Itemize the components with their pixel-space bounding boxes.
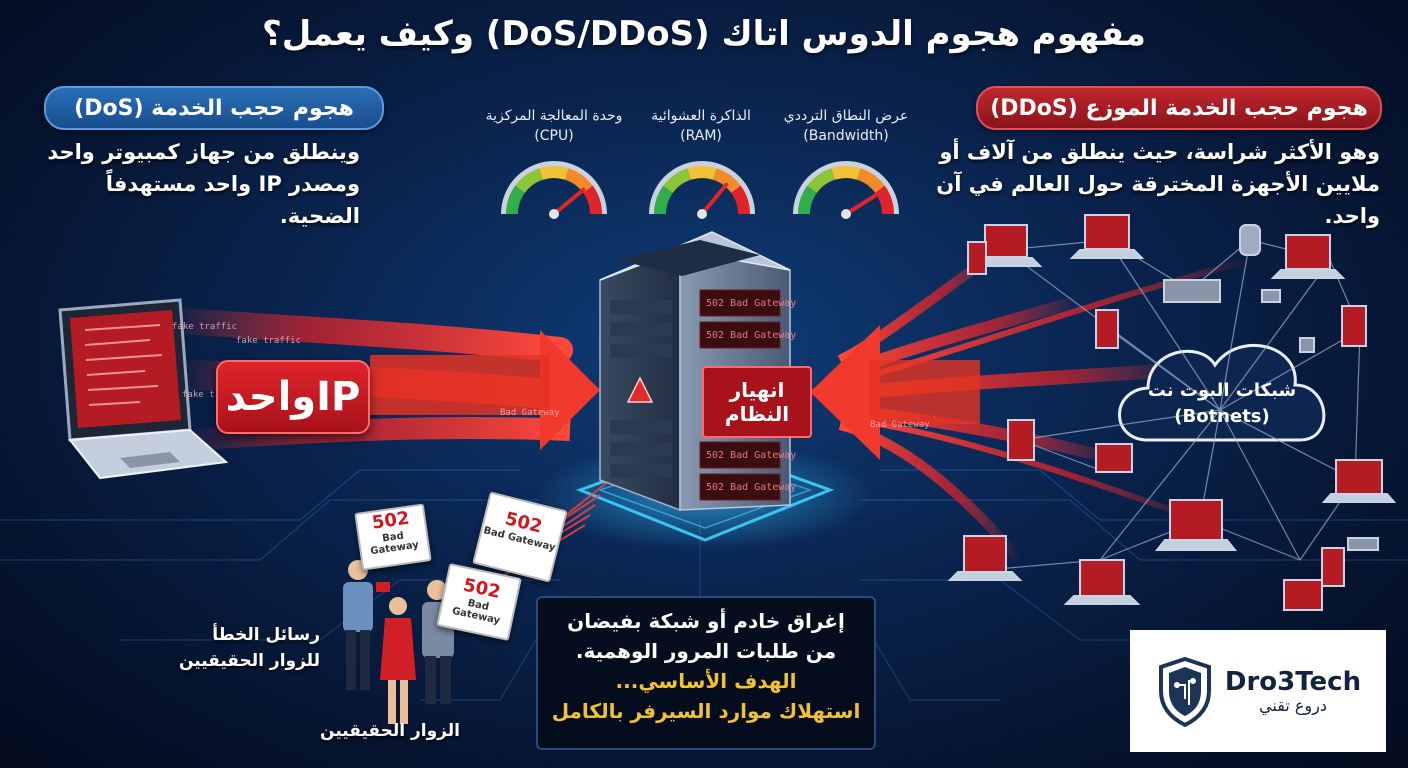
ddos-description-line: وهو الأكثر شراسة، حيث ينطلق من آلاف أو [939, 140, 1380, 164]
gauge-label-cpu: وحدة المعالجة المركزية (CPU) [484, 106, 624, 146]
gauge-hub [697, 209, 707, 219]
gauge-needle [844, 191, 881, 216]
ddos-attack-arrows [810, 245, 1251, 564]
gauge-segment [807, 168, 836, 194]
shield-icon [1158, 656, 1211, 727]
error-messages-line: رسائل الخطأ [212, 625, 320, 645]
dos-description-line: وينطلق من جهاز كمبيوتر واحد [47, 140, 360, 164]
crash-label-line: النظام [724, 402, 790, 426]
botnet-label-line: شبكات البوت نت [1147, 380, 1297, 401]
botnet-links [984, 239, 1361, 571]
gauge-needle [700, 182, 729, 216]
gauge-dial [501, 161, 607, 219]
brand-logo-box: Dro3Tech دروع تقني [1130, 630, 1386, 752]
botnet-label-line: (Botnets) [1174, 406, 1270, 427]
dos-description: وينطلق من جهاز كمبيوتر واحد ومصدر IP واح… [20, 136, 360, 232]
gauge-segment [712, 168, 741, 194]
brand-subtitle: دروع تقني [1259, 695, 1327, 715]
gauge-segment [582, 185, 602, 215]
error-messages-label: رسائل الخطأ للزوار الحقيقيين [150, 622, 320, 674]
gauge-rim [649, 161, 755, 215]
gauge-segment [564, 168, 593, 194]
ddos-description: وهو الأكثر شراسة، حيث ينطلق من آلاف أو م… [930, 136, 1380, 232]
brand-name: Dro3Tech [1224, 666, 1362, 697]
single-ip-badge: IPواحد [216, 360, 370, 434]
gauge-segment [663, 168, 692, 194]
real-visitors-label: الزوار الحقيقيين [320, 721, 460, 741]
dos-description-line: ومصدر IP واحد مستهدفاً الضحية. [105, 172, 360, 228]
page-title: مفهوم هجوم الدوس اتاك (DoS/DDoS) وكيف يع… [262, 14, 1146, 54]
goal-line: الهدف الأساسي... [615, 669, 797, 693]
gauge-label-line: (RAM) [680, 128, 722, 144]
server-tower [599, 231, 791, 512]
gauge-segment [798, 185, 818, 215]
stream-text: Bad Gateway [500, 408, 560, 418]
dos-heading-pill: هجوم حجب الخدمة (DoS) [44, 86, 384, 130]
gauge-label-bandwidth: عرض النطاق الترددي (Bandwidth) [776, 106, 916, 146]
server-screen-text: 502 Bad Gateway [706, 298, 797, 309]
gauge-rim [501, 161, 607, 215]
gauge-label-line: الذاكرة العشوائية [651, 108, 751, 124]
gauge-segment [856, 168, 885, 194]
warning-icon [626, 376, 654, 403]
stream-text: Bad Gateway [870, 420, 930, 430]
crash-label-line: انهيار [729, 378, 785, 402]
gauge-hub [549, 209, 559, 219]
ddos-arrow-head [810, 325, 880, 460]
gauge-segment [506, 185, 526, 215]
ddos-heading-pill: هجوم حجب الخدمة الموزع (DDoS) [976, 86, 1382, 130]
stream-text: fake traffic [182, 390, 248, 400]
gauge-needle [552, 187, 586, 216]
gauge-label-line: وحدة المعالجة المركزية [485, 108, 623, 124]
gauge-segment [730, 185, 750, 215]
stream-text: fake traffic [172, 322, 238, 332]
dos-arrow-head [540, 330, 600, 450]
error-card: 502 Bad Gateway [354, 503, 432, 571]
gauge-hub [841, 209, 851, 219]
gauge-segment [515, 168, 544, 194]
gauge-label-line: (Bandwidth) [803, 128, 889, 144]
system-crash-label: انهيار النظام [702, 366, 812, 438]
goal-line: استهلاك موارد السيرفر بالكامل [551, 699, 861, 723]
gauge-segment [539, 166, 569, 180]
gauge-segment [831, 166, 861, 180]
gauge-label-ram: الذاكرة العشوائية (RAM) [636, 106, 766, 146]
gauge-segment [874, 185, 894, 215]
gauge-segment [654, 185, 674, 215]
server-screen-text: 502 Bad Gateway [706, 330, 797, 341]
explanation-line: إغراق خادم أو شبكة بفيضان [567, 609, 845, 633]
explanation-box: إغراق خادم أو شبكة بفيضان من طلبات المرو… [536, 596, 876, 750]
botnet-cloud [1118, 343, 1326, 442]
gauge-dial [649, 161, 755, 219]
gauge-label-line: عرض النطاق الترددي [783, 108, 909, 124]
server-screen-text: 502 Bad Gateway [706, 482, 797, 493]
botnet-label: شبكات البوت نت (Botnets) [1132, 378, 1312, 430]
botnet-devices [947, 214, 1397, 611]
real-visitors-illustration [343, 560, 454, 724]
gauge-label-line: (CPU) [534, 128, 574, 144]
gauge-rim [793, 161, 899, 215]
error-messages-line: للزوار الحقيقيين [178, 651, 320, 671]
explanation-line: من طلبات المرور الوهمية. [575, 639, 837, 663]
gauge-dial [793, 161, 899, 219]
gauge-segment [687, 166, 717, 180]
attacker-laptop-icon [58, 298, 229, 480]
server-screen-text: 502 Bad Gateway [706, 450, 797, 461]
stream-text: fake traffic [236, 336, 302, 346]
ddos-description-line: ملايين الأجهزة المخترقة حول العالم في آن… [936, 172, 1380, 228]
resource-gauges [501, 161, 899, 219]
